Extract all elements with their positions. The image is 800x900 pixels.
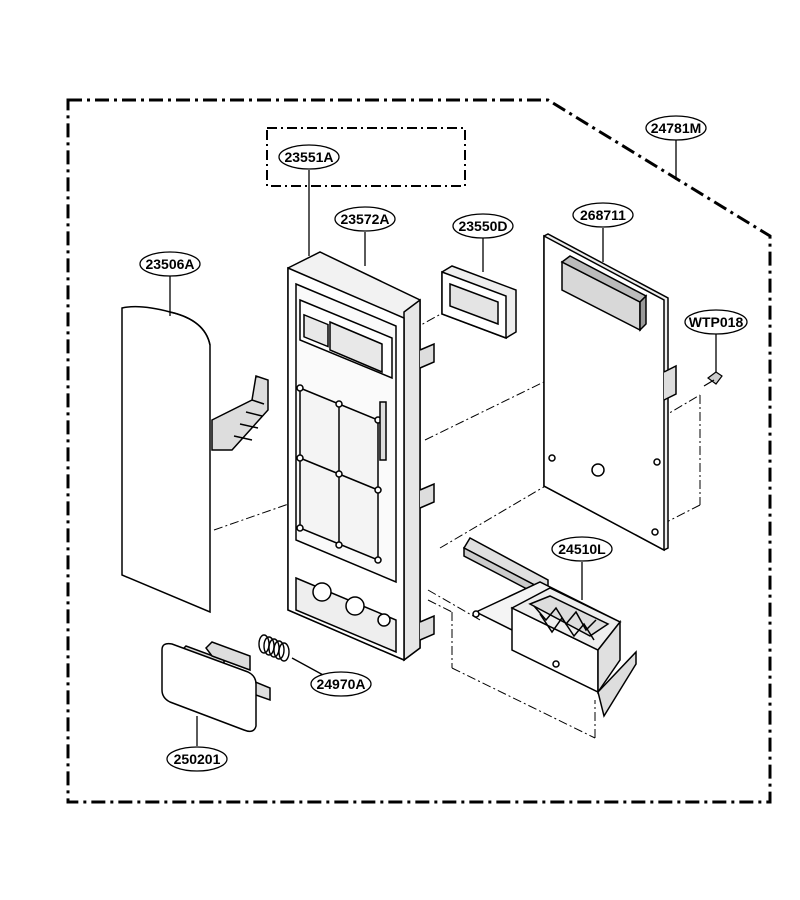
- panel-frame-dashed-box: [266, 127, 466, 187]
- control-panel-housing-part: [287, 251, 435, 662]
- callout-button: 250201: [166, 746, 228, 772]
- assembly-boundary: [66, 98, 772, 804]
- label-24781M: 24781M: [651, 120, 702, 136]
- callout-spring: 24970A: [310, 671, 372, 697]
- circuit-board-part: [543, 233, 677, 552]
- callout-window: 23550D: [452, 213, 514, 239]
- label-268711: 268711: [580, 207, 626, 223]
- label-23551A: 23551A: [284, 149, 333, 165]
- spring-part: [258, 634, 290, 662]
- membrane-sheet-part: [121, 305, 269, 614]
- door-button-part: [161, 641, 271, 733]
- label-24510L: 24510L: [558, 541, 606, 557]
- callout-frame-box: 23551A: [278, 144, 340, 170]
- label-24970A: 24970A: [316, 676, 365, 692]
- display-window-part: [441, 265, 517, 340]
- callout-membrane: 23506A: [139, 251, 201, 277]
- callout-panel: 23572A: [334, 206, 396, 232]
- callout-assembly: 24781M: [645, 115, 707, 141]
- callout-pcb: 268711: [572, 202, 634, 228]
- callout-latch: 24510L: [551, 536, 613, 562]
- label-23506A: 23506A: [145, 256, 194, 272]
- label-250201: 250201: [174, 751, 221, 767]
- door-latch-part: [462, 537, 637, 718]
- callout-screw: WTP018: [684, 309, 748, 335]
- label-23572A: 23572A: [340, 211, 389, 227]
- label-WTP018: WTP018: [689, 314, 744, 330]
- label-23550D: 23550D: [458, 218, 507, 234]
- screw-part: [703, 371, 723, 387]
